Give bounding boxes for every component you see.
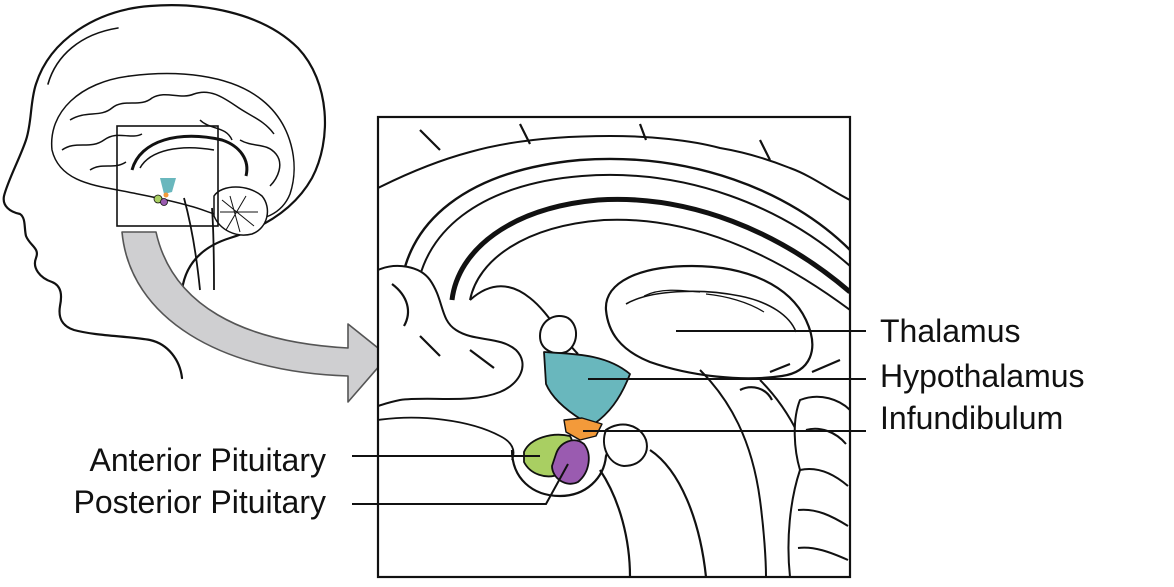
hypothalamus-region	[543, 351, 631, 425]
anterior-pituitary-label: Anterior Pituitary	[89, 442, 326, 478]
posterior-pituitary-label: Posterior Pituitary	[73, 484, 326, 520]
zoom-arrow	[121, 231, 389, 403]
zoom-region-box	[116, 125, 219, 227]
hypothalamus-label: Hypothalamus	[880, 358, 1085, 394]
posterior-pituitary-leader	[352, 463, 569, 505]
head-silhouette	[2, 4, 326, 380]
leader-lines	[352, 330, 866, 505]
thalamus-label: Thalamus	[880, 313, 1021, 349]
infundibulum-region	[563, 417, 603, 441]
small-brain	[50, 72, 295, 291]
zoomed-brain-panel	[376, 115, 852, 579]
infundibulum-label: Infundibulum	[880, 400, 1064, 436]
small-pituitary-highlight	[153, 178, 176, 206]
posterior-pituitary-region	[551, 439, 590, 485]
